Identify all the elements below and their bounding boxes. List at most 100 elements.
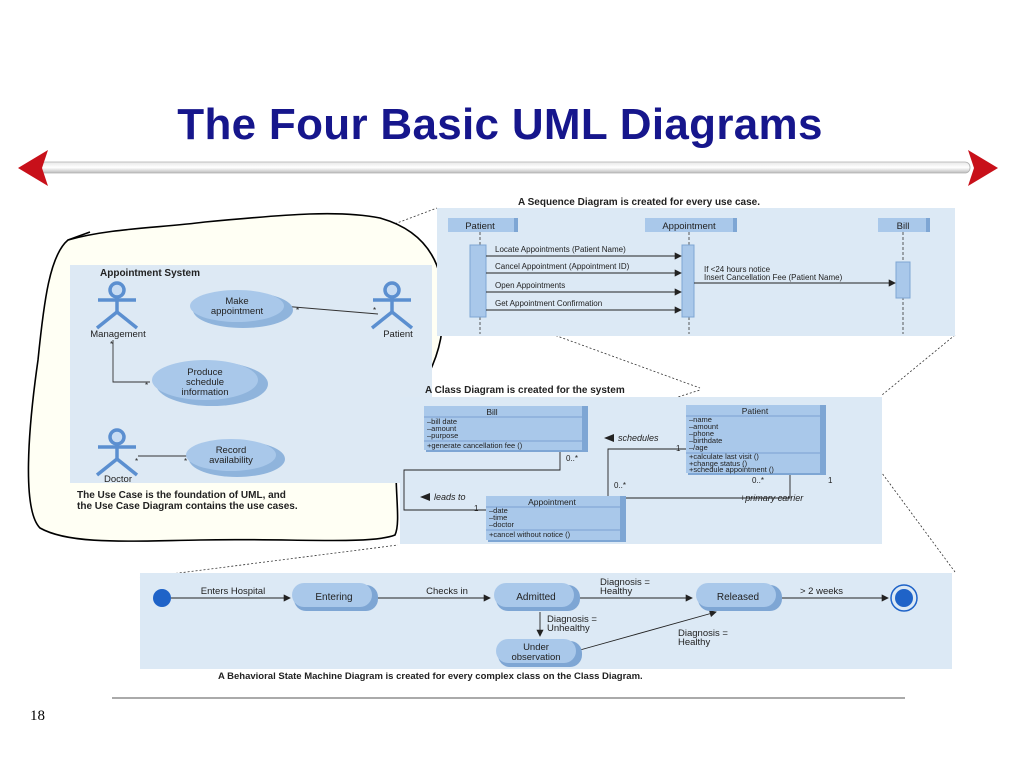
svg-text:Admitted: Admitted xyxy=(516,592,555,603)
sequence-heading: A Sequence Diagram is created for every … xyxy=(518,197,760,208)
class-patient: Patient –name –amount –phone –birthdate … xyxy=(686,405,826,475)
svg-text:*: * xyxy=(373,306,376,315)
svg-text:Released: Released xyxy=(717,592,759,603)
svg-text:–name: –name xyxy=(689,415,712,424)
svg-text:leads to: leads to xyxy=(434,492,466,502)
svg-text:–phone: –phone xyxy=(689,429,714,438)
svg-text:Healthy: Healthy xyxy=(678,637,710,648)
svg-text:Produce: Produce xyxy=(187,367,222,378)
svg-text:observation: observation xyxy=(511,652,560,663)
svg-text:–time: –time xyxy=(489,513,507,522)
svg-text:Appointment: Appointment xyxy=(528,497,576,507)
message-1: Locate Appointments (Patient Name) xyxy=(495,245,626,254)
lifeline-bill: Bill xyxy=(897,221,910,232)
svg-text:appointment: appointment xyxy=(211,306,264,317)
right-arrowhead-icon xyxy=(968,150,998,186)
title-divider xyxy=(18,150,998,186)
message-3: Open Appointments xyxy=(495,281,565,290)
message-4: Get Appointment Confirmation xyxy=(495,299,602,308)
use-case-make-appointment: Make appointment xyxy=(190,290,293,328)
svg-text:1: 1 xyxy=(828,476,833,485)
svg-text:schedule: schedule xyxy=(186,377,224,388)
state-machine-caption: A Behavioral State Machine Diagram is cr… xyxy=(218,671,643,682)
state-entering: Entering xyxy=(292,583,378,611)
svg-text:0..*: 0..* xyxy=(752,476,764,485)
svg-text:*: * xyxy=(184,457,187,466)
page-number: 18 xyxy=(30,708,45,724)
svg-text:Patient: Patient xyxy=(742,406,769,416)
slide-title: The Four Basic UML Diagrams xyxy=(177,100,823,149)
svg-text:+calculate last visit (): +calculate last visit () xyxy=(689,452,759,461)
state-admitted: Admitted xyxy=(494,583,580,611)
final-state-icon xyxy=(890,584,918,612)
message-note-2: Insert Cancellation Fee (Patient Name) xyxy=(704,273,843,282)
svg-text:*: * xyxy=(145,381,148,390)
svg-text:Under: Under xyxy=(523,642,549,653)
svg-text:information: information xyxy=(182,387,229,398)
svg-text:–bill date: –bill date xyxy=(427,417,457,426)
schedules-direction-icon xyxy=(604,434,614,442)
svg-text:availability: availability xyxy=(209,455,253,466)
actor-label-doctor: Doctor xyxy=(104,474,132,485)
use-case-record-availability: Record availability xyxy=(186,439,285,477)
message-note-1: If <24 hours notice xyxy=(704,265,771,274)
class-heading: A Class Diagram is created for the syste… xyxy=(425,385,625,396)
left-arrowhead-icon xyxy=(18,150,48,186)
svg-text:–date: –date xyxy=(489,506,508,515)
svg-text:Unhealthy: Unhealthy xyxy=(547,623,590,634)
svg-text:0..*: 0..* xyxy=(566,454,578,463)
svg-text:–/age: –/age xyxy=(689,443,708,452)
svg-text:Enters Hospital: Enters Hospital xyxy=(201,586,265,597)
svg-text:> 2 weeks: > 2 weeks xyxy=(800,586,843,597)
svg-text:–birthdate: –birthdate xyxy=(689,436,722,445)
use-case-caption-2: the Use Case Diagram contains the use ca… xyxy=(77,501,298,512)
sequence-diagram: A Sequence Diagram is created for every … xyxy=(437,197,955,336)
use-case-diagram: Appointment System Management Patient xyxy=(27,212,445,542)
svg-text:Record: Record xyxy=(216,445,247,456)
lifeline-appointment: Appointment xyxy=(662,221,716,232)
class-bill: Bill –bill date –amount –purpose +genera… xyxy=(424,406,588,452)
svg-text:1: 1 xyxy=(474,504,479,513)
svg-text:Bill: Bill xyxy=(486,407,497,417)
use-case-caption-1: The Use Case is the foundation of UML, a… xyxy=(77,490,286,501)
svg-text:Checks in: Checks in xyxy=(426,586,468,597)
lifeline-patient: Patient xyxy=(465,221,495,232)
actor-label-management: Management xyxy=(90,329,146,340)
state-machine-diagram: Entering Admitted Released Under observa… xyxy=(140,573,952,682)
actor-patient xyxy=(370,281,414,330)
svg-text:Diagnosis =: Diagnosis = xyxy=(600,577,650,588)
svg-text:Make: Make xyxy=(225,296,248,307)
class-diagram: A Class Diagram is created for the syste… xyxy=(400,385,882,544)
svg-text:+primary carrier: +primary carrier xyxy=(740,493,804,503)
actor-label-patient: Patient xyxy=(383,329,413,340)
svg-text:*: * xyxy=(296,306,299,315)
state-under-observation: Under observation xyxy=(496,639,582,667)
initial-state-icon xyxy=(153,589,171,607)
message-2: Cancel Appointment (Appointment ID) xyxy=(495,262,630,271)
svg-text:Diagnosis =: Diagnosis = xyxy=(547,614,597,625)
leads-to-direction-icon xyxy=(420,493,430,501)
svg-text:1: 1 xyxy=(676,444,681,453)
actor-doctor xyxy=(95,428,139,477)
svg-text:–amount: –amount xyxy=(427,424,457,433)
svg-text:Healthy: Healthy xyxy=(600,586,632,597)
use-case-title: Appointment System xyxy=(100,268,200,279)
svg-text:–purpose: –purpose xyxy=(427,431,458,440)
class-appointment: Appointment –date –time –doctor +cancel … xyxy=(486,496,626,542)
svg-text:0..*: 0..* xyxy=(614,481,626,490)
svg-text:–amount: –amount xyxy=(689,422,719,431)
svg-text:–doctor: –doctor xyxy=(489,520,515,529)
svg-text:+change status (): +change status () xyxy=(689,459,748,468)
svg-text:+schedule appointment (): +schedule appointment () xyxy=(689,465,774,474)
svg-text:+generate cancellation fee (): +generate cancellation fee () xyxy=(427,441,523,450)
svg-text:*: * xyxy=(110,340,113,349)
svg-text:+cancel without notice (): +cancel without notice () xyxy=(489,530,571,539)
use-case-produce-schedule: Produce schedule information xyxy=(152,360,268,406)
state-released: Released xyxy=(696,583,782,611)
svg-text:Entering: Entering xyxy=(315,592,352,603)
svg-text:Diagnosis =: Diagnosis = xyxy=(678,628,728,639)
svg-text:schedules: schedules xyxy=(618,433,659,443)
svg-text:*: * xyxy=(135,457,138,466)
actor-management xyxy=(95,281,139,330)
